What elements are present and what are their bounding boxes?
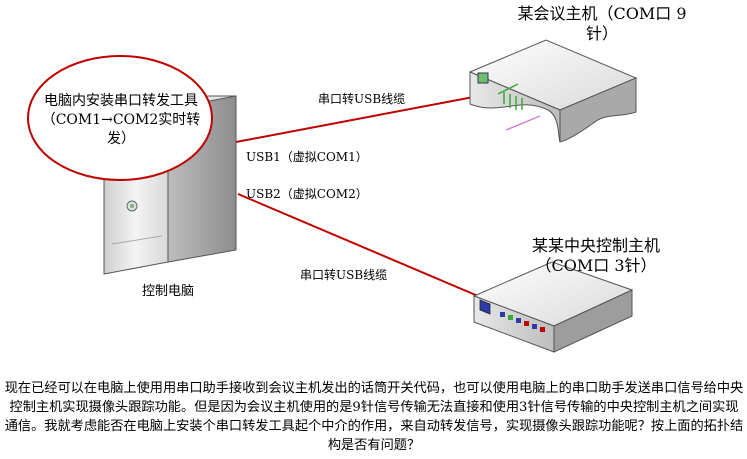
pc-label: 控制电脑 [142,284,195,299]
note-bubble-ellipse [27,55,213,181]
conference-host-title-line2: 针） [585,24,618,43]
description-text: 现在已经可以在电脑上使用用串口助手接收到会议主机发出的话筒开关代码，也可以使用电… [4,381,744,453]
bubble-note-text: 电脑内安装串口转发工具（COM1→COM2实时转发） [41,93,201,147]
top-cable-label: 串口转USB线缆 [318,92,406,106]
control-host-title: 某某中央控制主机 （COM口 3针） [506,236,686,276]
control-host-device-icon [472,261,634,353]
conference-host-device-icon [468,39,638,143]
usb1-label: USB1（虚拟COM1） [246,150,368,164]
top-cable-line [235,91,501,143]
conference-host-title-line1: 某会议主机（COM口 9 [517,4,687,23]
usb2-label: USB2（虚拟COM2） [246,187,368,201]
bottom-cable-label: 串口转USB线缆 [300,268,388,282]
bottom-cable-line [237,193,479,297]
conference-host-title: 某会议主机（COM口 9 针） [492,4,712,44]
control-host-title-line2: （COM口 3针） [535,256,657,275]
control-host-title-line1: 某某中央控制主机 [531,236,660,255]
